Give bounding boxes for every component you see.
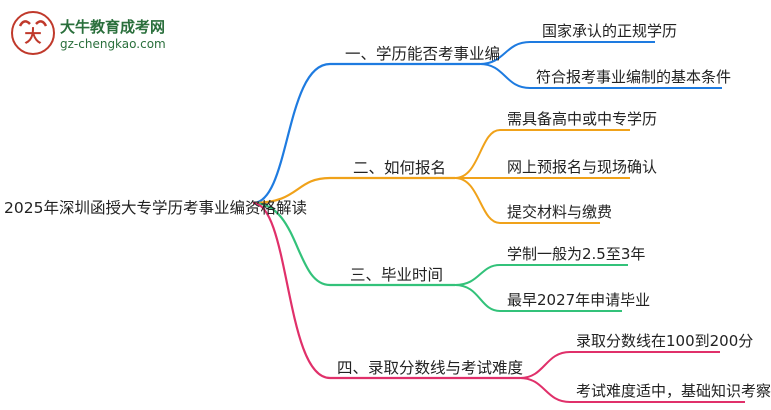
connector-b1-leaf-2 [479,63,722,89]
branch-4-leaf-1[interactable]: 录取分数线在100到200分 [576,332,754,350]
branch-2-leaf-2[interactable]: 网上预报名与现场确认 [507,158,658,176]
connector-root-branch-3 [252,201,455,287]
branch-2-leaf-1[interactable]: 需具备高中或中专学历 [507,110,658,128]
connector-root-branch-1 [252,62,480,205]
logo-title: 大牛教育成考网 [60,18,166,36]
connector-b2-leaf-3 [454,177,600,224]
connector-b2-leaf-1 [454,129,630,179]
logo-url: gz-chengkao.com [60,37,166,51]
site-logo[interactable]: 大 大牛教育成考网 gz-chengkao.com [10,10,240,60]
connector-b4-leaf-1 [519,351,720,379]
mindmap-root-topic[interactable]: 2025年深圳函授大专学历考事业编资格解读 [4,199,307,217]
branch-3-label[interactable]: 三、毕业时间 [350,266,444,284]
branch-1-leaf-2[interactable]: 符合报考事业编制的基本条件 [536,68,732,86]
bull-logo-icon: 大 [11,11,55,55]
branch-2-label[interactable]: 二、如何报名 [353,159,447,177]
svg-text:大: 大 [25,26,42,47]
connector-b3-leaf-1 [454,264,628,286]
branch-1-label[interactable]: 一、学历能否考事业编 [345,45,501,63]
branch-3-leaf-1[interactable]: 学制一般为2.5至3年 [507,245,646,263]
connector-root-branch-4 [252,201,520,380]
branch-2-leaf-3[interactable]: 提交材料与缴费 [507,203,613,221]
branch-4-label[interactable]: 四、录取分数线与考试难度 [337,359,524,377]
mindmap-connectors [252,41,745,403]
branch-3-leaf-2[interactable]: 最早2027年申请毕业 [507,291,651,309]
branch-4-leaf-2[interactable]: 考试难度适中，基础知识考察 [576,382,771,400]
connector-b4-leaf-2 [519,377,745,403]
connector-b1-leaf-1 [479,41,655,65]
branch-1-leaf-1[interactable]: 国家承认的正规学历 [542,22,678,40]
connector-root-branch-2 [252,176,455,205]
connector-b3-leaf-2 [454,284,622,312]
